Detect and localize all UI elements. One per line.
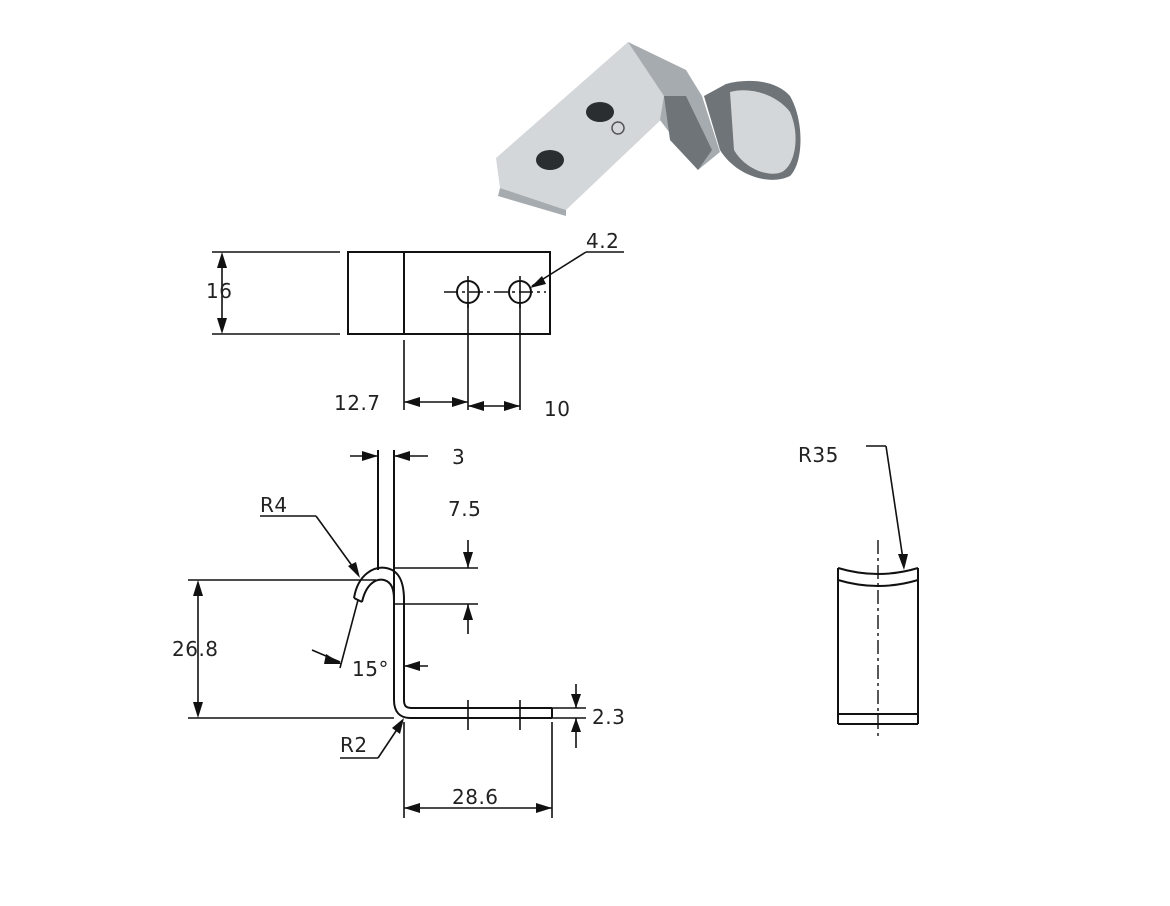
label-base-length: 28.6 bbox=[452, 785, 499, 809]
part-photo bbox=[496, 42, 801, 216]
side-view bbox=[188, 450, 586, 818]
label-height: 26.8 bbox=[172, 637, 219, 661]
label-hook-radius: R4 bbox=[260, 493, 288, 517]
label-thickness: 3 bbox=[452, 445, 465, 469]
label-hook-depth: 7.5 bbox=[448, 497, 481, 521]
photo-hole-1 bbox=[536, 150, 564, 170]
top-view bbox=[212, 251, 624, 411]
front-view bbox=[837, 445, 919, 738]
label-curve-radius: R35 bbox=[798, 443, 839, 467]
label-plate-thickness: 2.3 bbox=[592, 705, 625, 729]
label-pitch: 10 bbox=[544, 397, 570, 421]
label-angle: 15° bbox=[352, 657, 389, 681]
label-width: 16 bbox=[206, 279, 232, 303]
label-bend-radius: R2 bbox=[340, 733, 368, 757]
label-offset: 12.7 bbox=[334, 391, 381, 415]
photo-hole-2 bbox=[586, 102, 614, 122]
label-hole-dia: 4.2 bbox=[586, 229, 619, 253]
